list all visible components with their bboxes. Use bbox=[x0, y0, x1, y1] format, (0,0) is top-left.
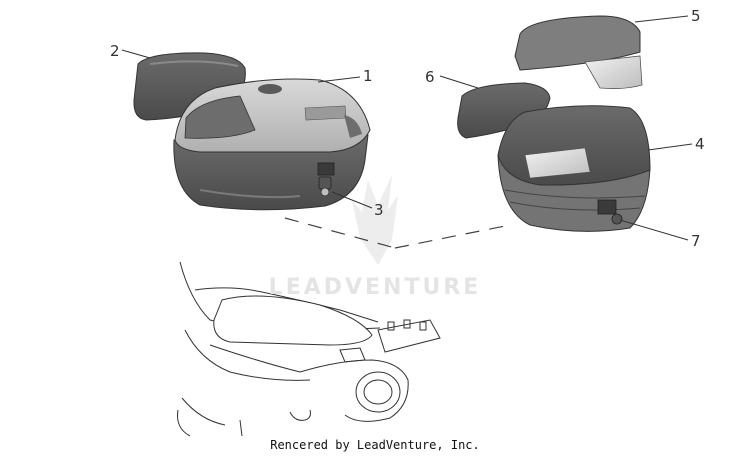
callout-leaders bbox=[121, 15, 693, 241]
motorcycle-rear-outline bbox=[177, 261, 441, 437]
lid-cover-part-5 bbox=[514, 15, 643, 89]
callout-6: 6 bbox=[425, 68, 435, 86]
callout-5: 5 bbox=[691, 7, 701, 25]
callout-4: 4 bbox=[695, 135, 705, 153]
lock-key-part-7 bbox=[611, 213, 623, 225]
footer-credit: Rencered by LeadVenture, Inc. bbox=[270, 438, 480, 452]
watermark-text: LEADVENTURE bbox=[268, 275, 482, 300]
lock-key-part-3 bbox=[318, 176, 332, 197]
callout-2: 2 bbox=[110, 42, 120, 60]
leadventure-logo bbox=[352, 175, 398, 265]
top-case-part-1 bbox=[173, 78, 371, 211]
mounting-guide-lines bbox=[284, 217, 511, 249]
callout-1: 1 bbox=[363, 67, 373, 85]
callout-3: 3 bbox=[374, 201, 384, 219]
callout-7: 7 bbox=[691, 232, 701, 250]
top-case-part-4 bbox=[497, 105, 651, 232]
